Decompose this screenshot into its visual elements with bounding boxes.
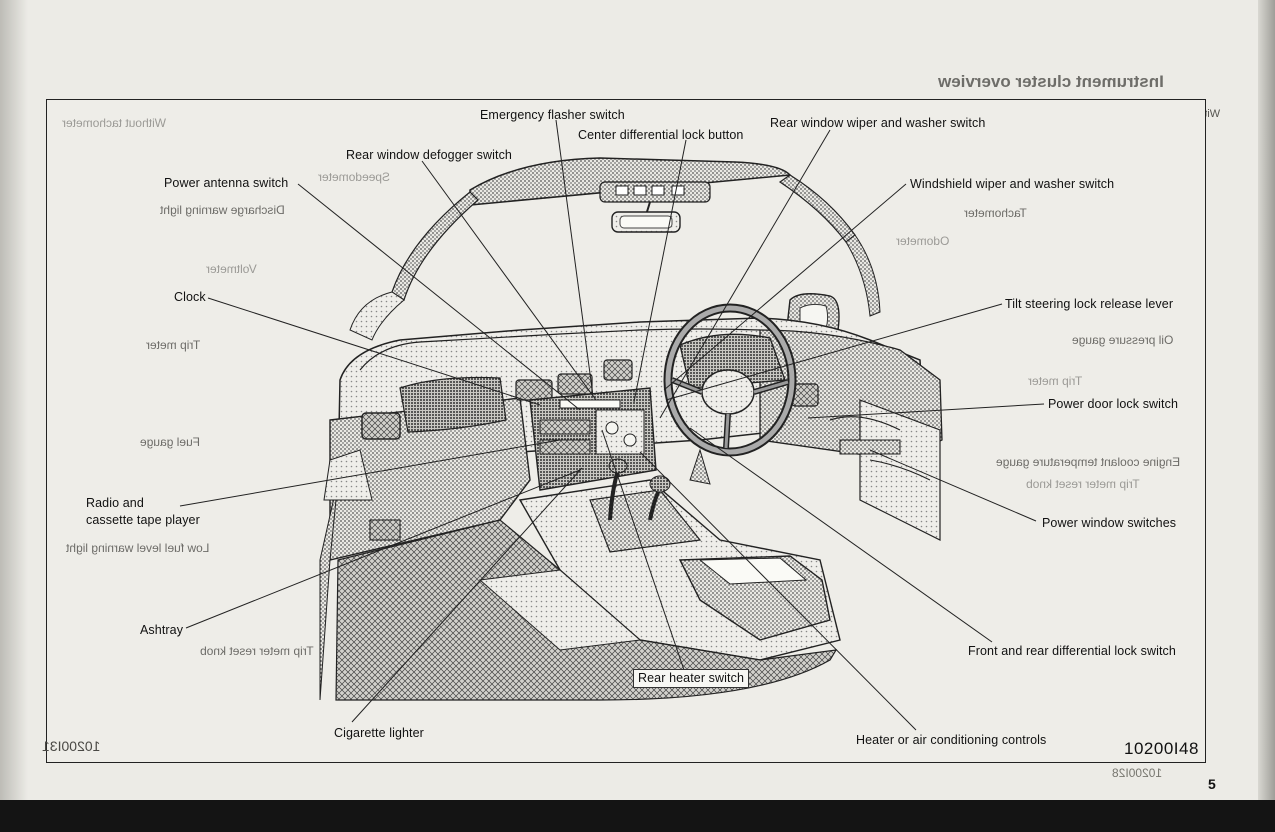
leader-rear-heater (601, 429, 685, 671)
overhead-console (599, 181, 711, 233)
callout-leaders (179, 119, 1045, 731)
label-radio-line1: Radio and (86, 496, 144, 510)
label-cigarette-lighter: Cigarette lighter (334, 726, 424, 740)
leader-heater-ac (639, 451, 917, 731)
label-ashtray: Ashtray (140, 623, 184, 637)
label-power-antenna-switch: Power antenna switch (164, 176, 289, 190)
page-binding-shadow (0, 0, 28, 832)
leader-rear-defogger (421, 160, 597, 401)
label-tilt-steering-lock-release-lever: Tilt steering lock release lever (1005, 297, 1174, 311)
label-power-window-switches: Power window switches (1042, 516, 1177, 530)
leader-cigarette-lighter (351, 467, 583, 723)
label-radio-line2: cassette tape player (86, 513, 200, 527)
leader-clock (207, 297, 541, 406)
leader-power-door-lock (807, 403, 1045, 419)
leader-radio (179, 439, 561, 507)
label-emergency-flasher-switch: Emergency flasher switch (480, 108, 625, 122)
page-number: 5 (1208, 776, 1216, 792)
leader-tilt-steering (665, 303, 1003, 401)
steering-wheel (663, 303, 797, 485)
right-door (829, 399, 941, 541)
label-rear-window-defogger-switch: Rear window defogger switch (346, 148, 512, 162)
label-rear-window-wiper-washer-switch: Rear window wiper and washer switch (770, 116, 986, 130)
leader-power-antenna (297, 183, 581, 411)
leader-windshield-wiper (663, 183, 907, 391)
page-edge (1258, 0, 1275, 800)
label-center-differential-lock-button: Center differential lock button (578, 128, 744, 142)
label-front-rear-differential-lock-switch: Front and rear differential lock switch (968, 644, 1176, 658)
label-heater-ac-controls: Heater or air conditioning controls (856, 733, 1047, 747)
leader-power-window (869, 449, 1037, 522)
leader-ashtray (185, 469, 581, 629)
leader-front-rear-diff (689, 427, 993, 643)
label-rear-heater-switch: Rear heater switch (633, 669, 750, 688)
leader-center-diff-lock (633, 139, 687, 403)
scanner-bottom-band (0, 800, 1275, 832)
label-clock: Clock (174, 290, 206, 304)
figure-reference-code: 10200I48 (1124, 739, 1199, 758)
label-windshield-wiper-washer-switch: Windshield wiper and washer switch (910, 177, 1115, 191)
leader-rear-wiper (659, 129, 831, 419)
label-power-door-lock-switch: Power door lock switch (1048, 397, 1179, 411)
center-console (319, 449, 841, 701)
leader-emergency-flasher (555, 119, 594, 397)
